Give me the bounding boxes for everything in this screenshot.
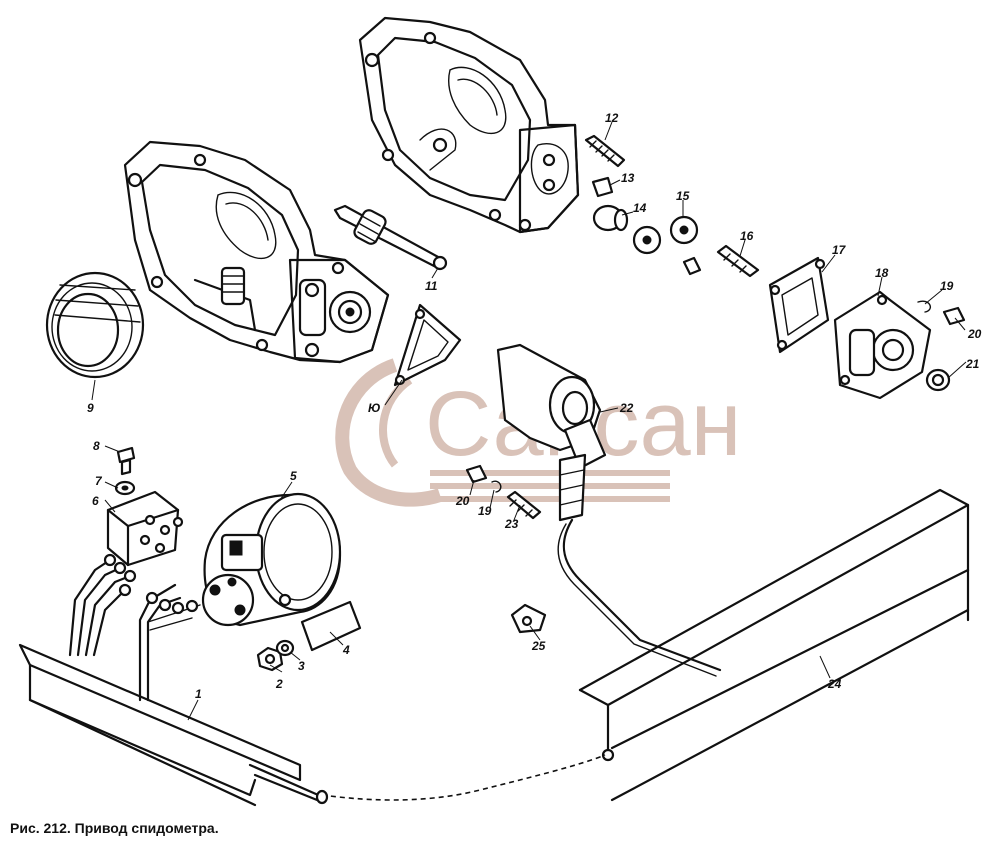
cover-gasket-part: [768, 256, 830, 354]
cable-dashed-path: [321, 754, 606, 801]
callout-21: 21: [965, 357, 980, 371]
flange-housing-part: [833, 290, 966, 400]
figure-caption: Рис. 212. Привод спидометра.: [10, 820, 219, 836]
callout-2: 2: [275, 677, 283, 691]
callout-1: 1: [195, 687, 202, 701]
callout-13: 13: [621, 171, 635, 185]
speed-sensor-part: [496, 343, 722, 677]
sensor-fasteners: [465, 464, 542, 520]
callout-10: Ю: [368, 401, 381, 415]
callout-5: 5: [290, 469, 297, 483]
callout-20: 20: [967, 327, 982, 341]
bolt-and-washer-parts: [114, 446, 136, 496]
callout-22: 22: [619, 401, 634, 415]
frame-rail-part: [18, 643, 329, 807]
callout-12: 12: [605, 111, 619, 125]
callout-15: 15: [676, 189, 690, 203]
callout-4: 4: [342, 643, 350, 657]
gearbox-housing-front: [123, 140, 390, 364]
callout-9: 9: [87, 401, 94, 415]
callout-24: 24: [827, 677, 842, 691]
callout-11: 11: [425, 279, 438, 293]
callout-19: 19: [940, 279, 954, 293]
callout-19-lower: 19: [478, 504, 492, 518]
gasket-part: [393, 303, 462, 387]
small-hardware-parts: [584, 134, 760, 278]
callout-17: 17: [832, 243, 847, 257]
drive-shaft-part: [333, 204, 448, 271]
callout-labels: 1 2 3 4 5 6 7 8 9 Ю 11 12 13 14 15 16 17…: [87, 111, 982, 701]
callout-16: 16: [740, 229, 754, 243]
callout-23: 23: [504, 517, 519, 531]
callout-14: 14: [633, 201, 647, 215]
callout-6: 6: [92, 494, 99, 508]
clamp-part: [510, 603, 547, 634]
frame-member-part: [578, 488, 970, 802]
callout-7: 7: [95, 474, 103, 488]
gearbox-housing-rear: [358, 16, 580, 234]
callout-8: 8: [93, 439, 100, 453]
callout-20-lower: 20: [455, 494, 470, 508]
speedometer-part: [201, 492, 342, 627]
seal-ring-part: [45, 271, 145, 379]
relay-module-part: [106, 490, 184, 567]
callout-18: 18: [875, 266, 889, 280]
callout-25: 25: [531, 639, 546, 653]
leader-lines: [91, 121, 967, 721]
wiring-harness: [68, 553, 201, 702]
callout-3: 3: [298, 659, 305, 673]
nut-washer-plate-parts: [256, 600, 362, 672]
